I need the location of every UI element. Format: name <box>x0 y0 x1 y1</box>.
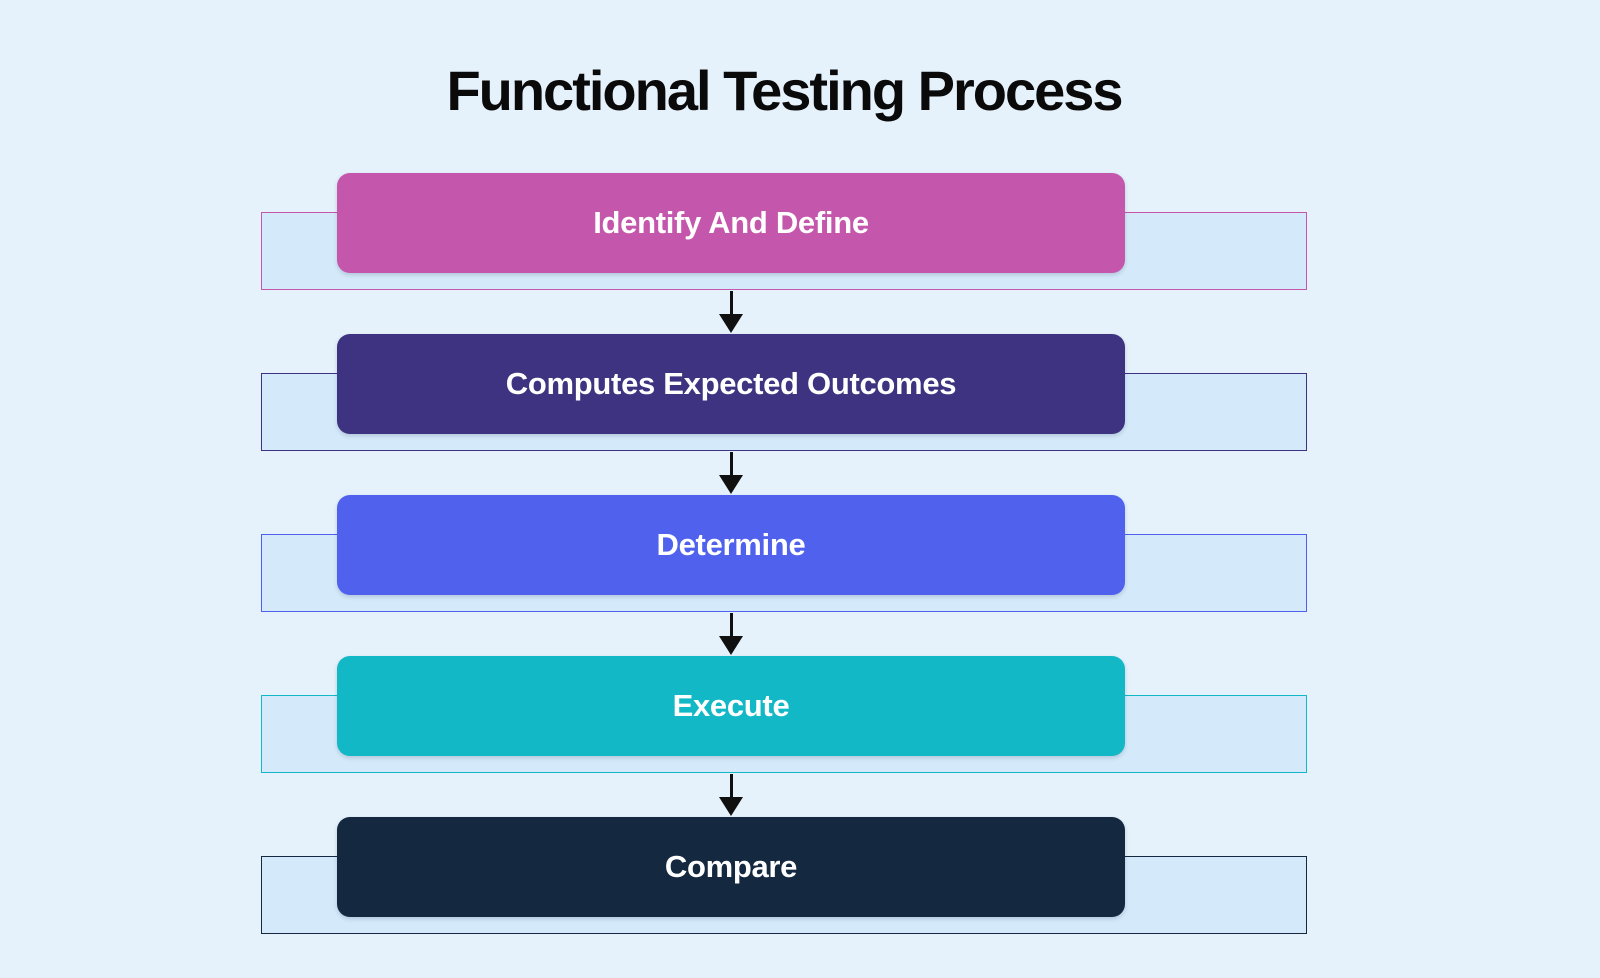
arrow-stem <box>729 291 733 314</box>
step-label: Identify And Define <box>593 205 869 240</box>
arrow-head <box>719 797 743 816</box>
arrow-head <box>719 475 743 494</box>
arrow-head <box>719 314 743 333</box>
step-label: Compare <box>664 849 798 884</box>
arrow-stem <box>729 452 733 475</box>
arrow-down-icon <box>719 452 743 494</box>
arrow-stem <box>729 613 733 636</box>
step-label: Execute <box>672 688 790 723</box>
step-box-computes-expected-outcomes: Computes Expected Outcomes <box>337 334 1125 434</box>
arrow-head <box>719 636 743 655</box>
arrow-down-icon <box>719 774 743 816</box>
step-box-compare: Compare <box>337 817 1125 917</box>
step-label: Determine <box>656 527 806 562</box>
step-box-identify-and-define: Identify And Define <box>337 173 1125 273</box>
arrow-stem <box>729 774 733 797</box>
arrow-down-icon <box>719 613 743 655</box>
step-box-execute: Execute <box>337 656 1125 756</box>
arrow-down-icon <box>719 291 743 333</box>
page-title: Functional Testing Process <box>446 59 1123 122</box>
step-label: Computes Expected Outcomes <box>505 366 957 401</box>
step-box-determine: Determine <box>337 495 1125 595</box>
